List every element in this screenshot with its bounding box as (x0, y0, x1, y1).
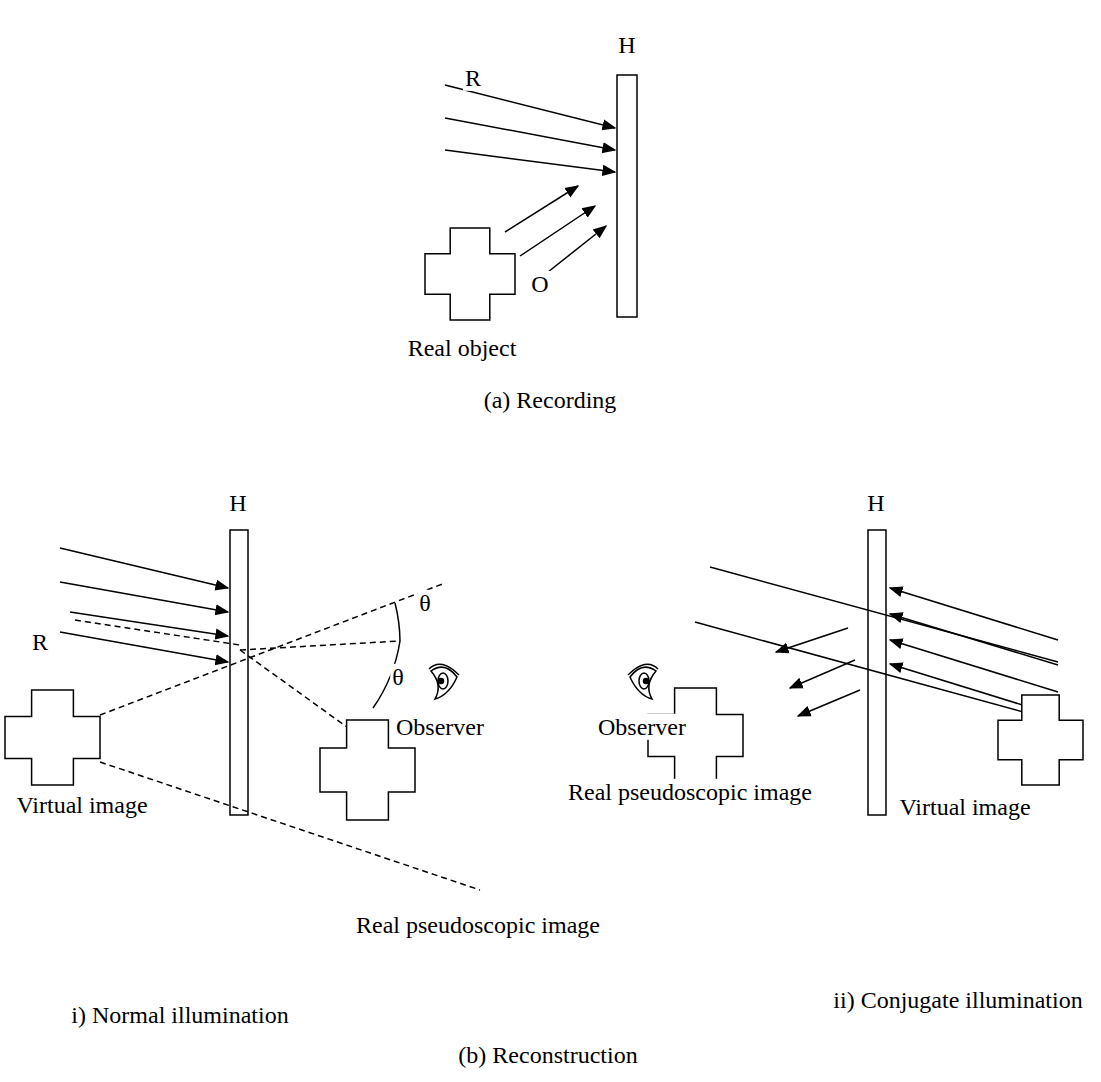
label: R (30, 629, 50, 655)
label: (b) Reconstruction (456, 1042, 639, 1068)
label: Virtual image (14, 792, 149, 818)
label: θ (417, 590, 433, 616)
virtual-image (5, 690, 100, 785)
diffracted-beam (776, 628, 860, 716)
label: Real object (406, 335, 519, 361)
label: H (616, 32, 637, 58)
conjugate-beam (695, 567, 1060, 722)
label: ii) Conjugate illumination (831, 987, 1084, 1013)
label: O (529, 271, 550, 297)
angle-arc (373, 603, 400, 708)
label: Real pseudoscopic image (566, 779, 814, 805)
label: i) Normal illumination (69, 1002, 290, 1028)
object-beam (505, 186, 606, 272)
label: (a) Recording (482, 387, 619, 413)
label: Observer (394, 714, 486, 740)
hologram-plate (617, 75, 637, 317)
hologram-plate (230, 530, 248, 815)
reference-beam (60, 548, 228, 662)
label: H (227, 490, 248, 516)
observer-eye (429, 664, 459, 699)
label: Real pseudoscopic image (354, 912, 602, 938)
observer-eye (628, 664, 658, 699)
label: θ (390, 664, 406, 690)
label: H (865, 490, 886, 516)
virtual-image (998, 695, 1083, 785)
reference-beam (445, 85, 615, 172)
real-object (425, 228, 515, 320)
label: Observer (596, 714, 688, 740)
label: R (463, 65, 483, 91)
label: Virtual image (897, 794, 1032, 820)
